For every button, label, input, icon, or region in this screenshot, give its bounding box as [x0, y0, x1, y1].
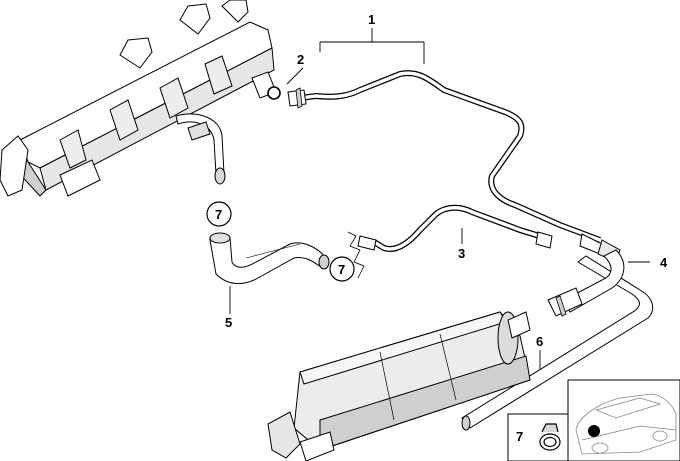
fuel-rail	[0, 0, 277, 197]
leader-lines	[229, 28, 650, 370]
callout-7-lower: 7	[338, 262, 345, 277]
callout-6: 6	[536, 334, 543, 349]
callout-2: 2	[297, 52, 304, 67]
fuel-filter	[267, 311, 531, 461]
hose-part-6	[461, 249, 654, 431]
return-line-part-3	[357, 204, 553, 252]
vehicle-location-inset	[567, 379, 680, 461]
break-symbol	[347, 231, 365, 279]
callout-4: 4	[660, 255, 668, 270]
callout-1: 1	[368, 12, 375, 27]
feed-line-part-1	[287, 70, 602, 243]
circled-callout-7-lower: 7	[329, 256, 355, 282]
rail-hose	[175, 113, 226, 185]
callout-7-upper: 7	[215, 207, 222, 222]
clamp-inset: 7	[507, 413, 573, 461]
circled-callout-7-upper: 7	[206, 201, 232, 227]
hose-part-5	[209, 232, 330, 284]
hose-clamp-icon	[539, 423, 561, 451]
inset-clamp-number: 7	[516, 429, 523, 444]
location-marker-icon	[588, 425, 600, 437]
seal-ring-part-2	[267, 86, 281, 100]
car-outline-icon	[575, 393, 677, 455]
callout-3: 3	[458, 246, 465, 261]
callout-5: 5	[225, 315, 232, 330]
